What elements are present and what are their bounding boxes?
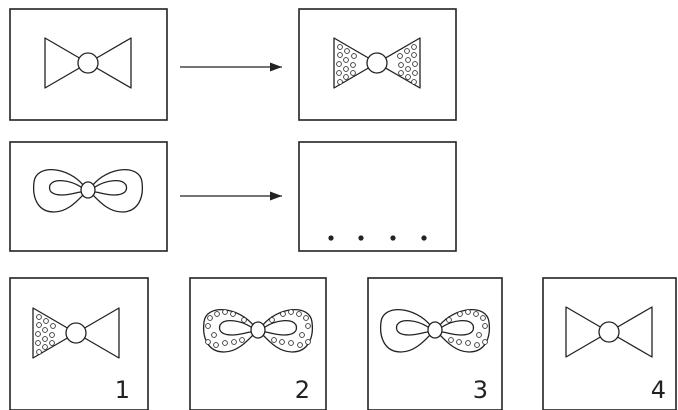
- triangular-bowtie-plain-option-figure: [565, 306, 653, 358]
- question-target-box: [298, 141, 457, 252]
- ellipsis-dots: [328, 235, 427, 241]
- rounded-bowtie-plain-figure: [32, 169, 144, 213]
- triangular-bowtie-plain-figure: [44, 37, 132, 89]
- option-3-box[interactable]: 3: [367, 277, 503, 410]
- option-2-label: 2: [295, 376, 310, 404]
- ellipsis-dot: [358, 235, 364, 241]
- ellipsis-dot: [328, 235, 334, 241]
- option-4-label: 4: [651, 376, 666, 404]
- example-target-box: [298, 8, 457, 121]
- rounded-bowtie-right-dotted-figure: [379, 309, 491, 353]
- ellipsis-dot: [421, 235, 427, 241]
- ellipsis-dot: [390, 235, 396, 241]
- rounded-bowtie-dotted-figure: [202, 309, 314, 353]
- option-2-box[interactable]: 2: [189, 277, 327, 410]
- triangular-bowtie-left-dotted-figure: [32, 307, 120, 359]
- example-source-box: [9, 8, 168, 121]
- option-3-label: 3: [473, 376, 488, 404]
- option-4-box[interactable]: 4: [542, 277, 677, 410]
- option-1-box[interactable]: 1: [9, 277, 149, 410]
- triangular-bowtie-dotted-figure: [333, 37, 421, 89]
- question-source-box: [9, 141, 168, 252]
- example-arrow: [180, 62, 282, 72]
- question-arrow: [180, 191, 282, 201]
- option-1-label: 1: [115, 376, 130, 404]
